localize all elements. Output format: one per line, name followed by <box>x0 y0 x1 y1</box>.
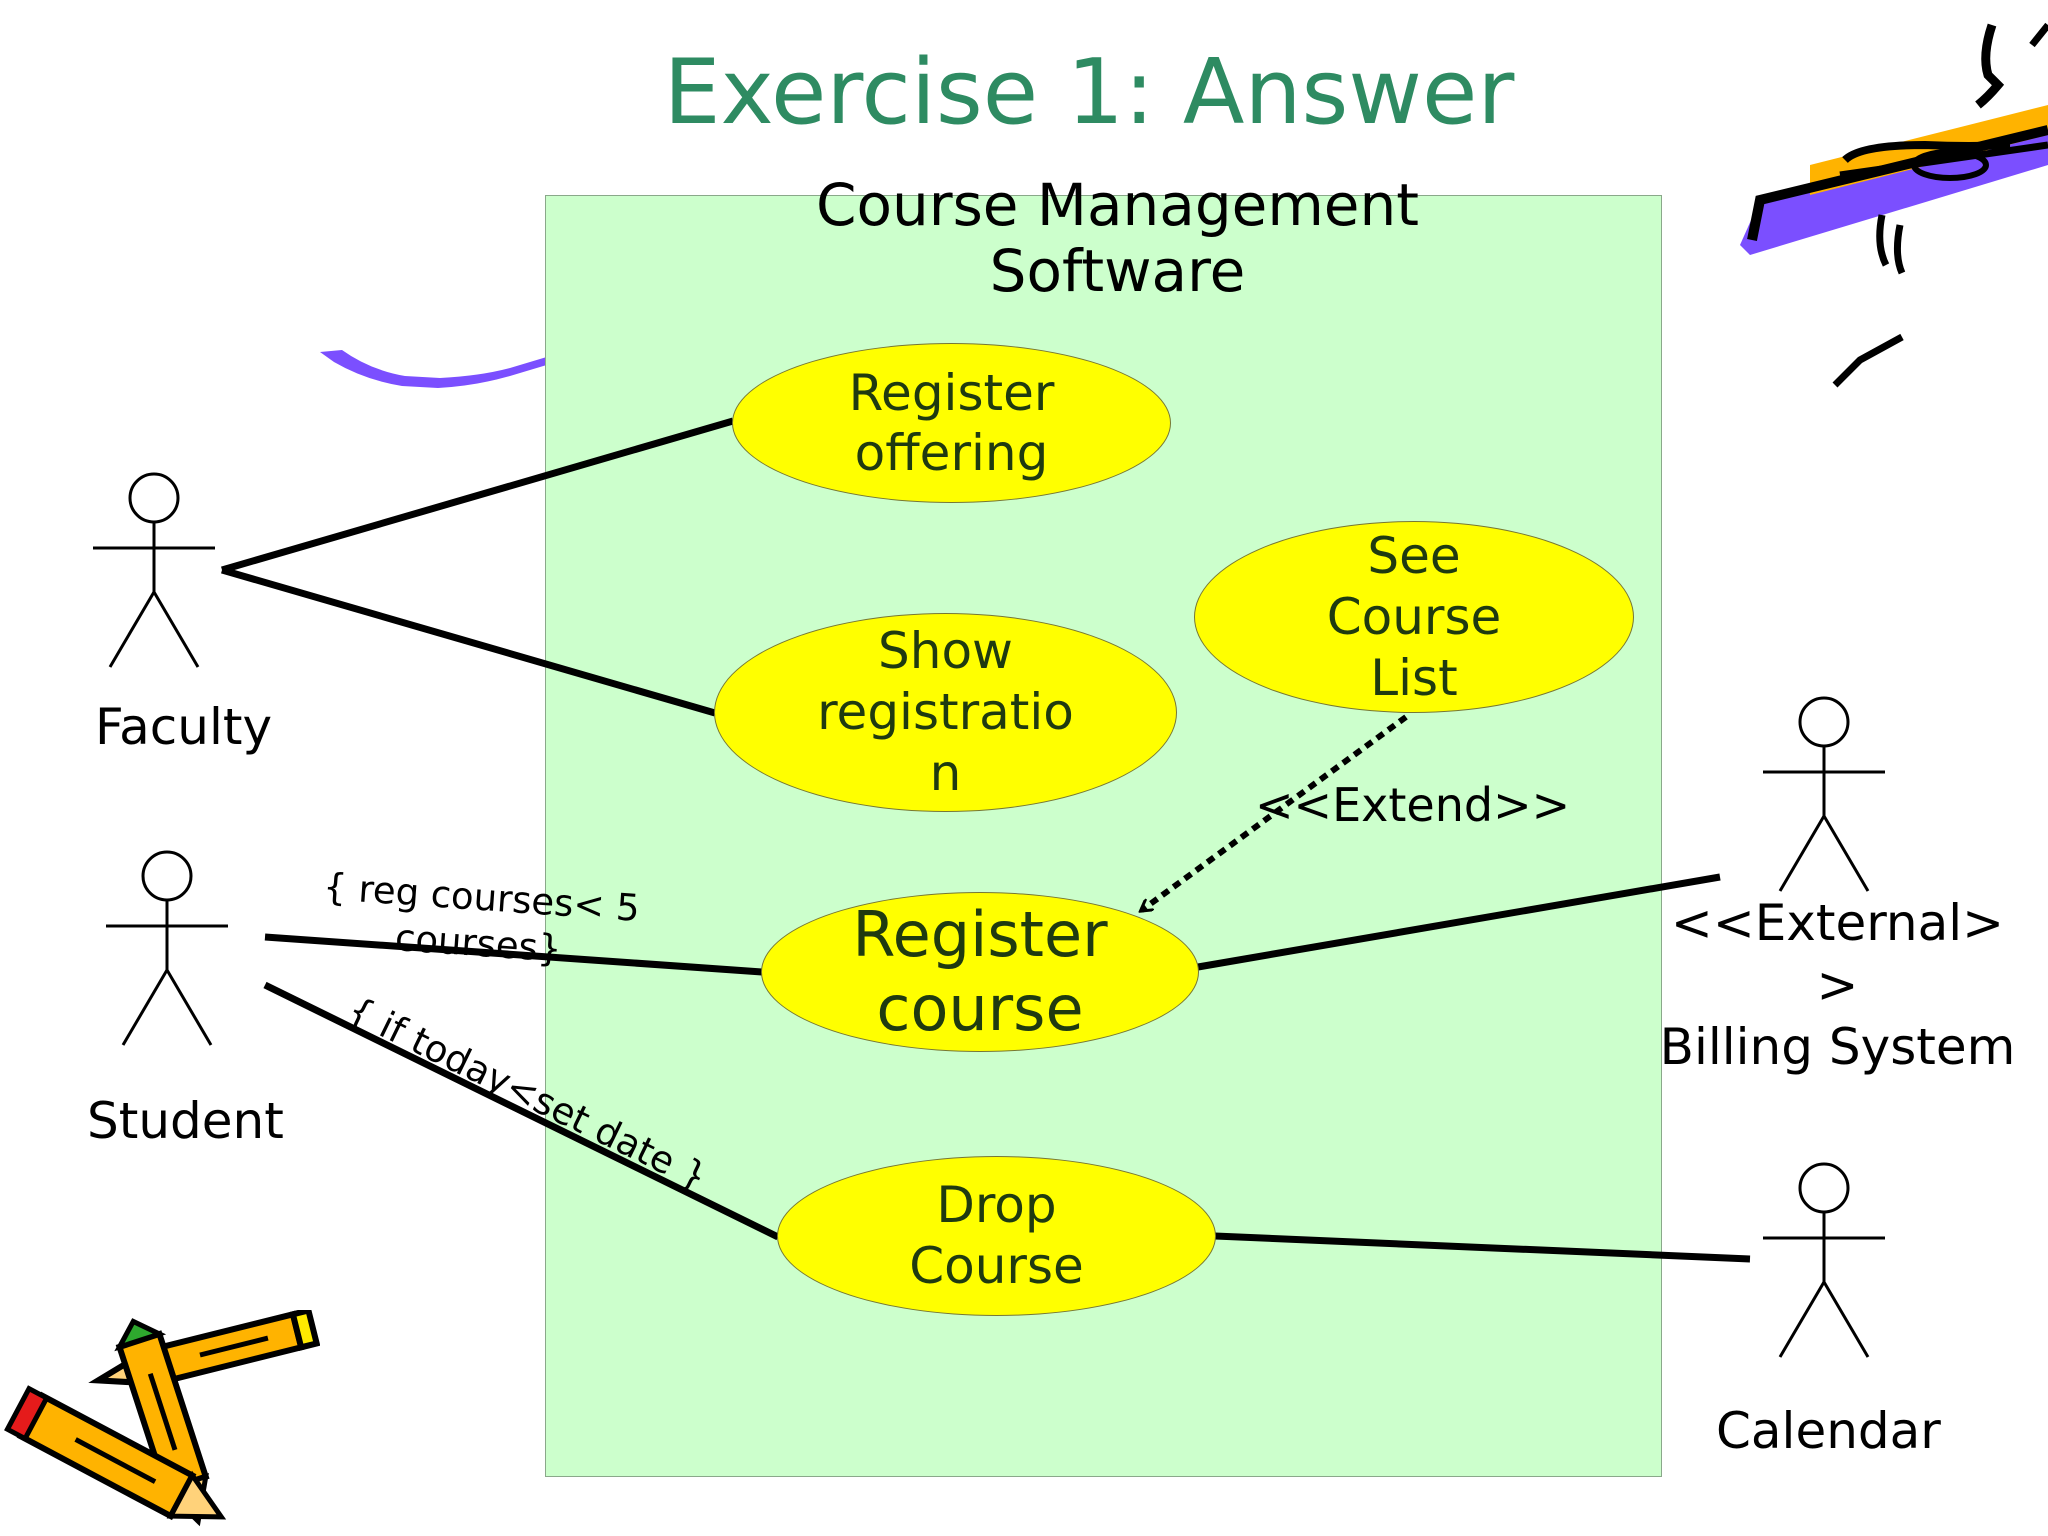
use-case-label: course <box>876 972 1084 1045</box>
use-case-label: Show <box>878 622 1013 680</box>
student-drop-course-line <box>263 981 780 1241</box>
use-case-label: Course <box>1326 587 1502 646</box>
billing-label-line2: > <box>1816 956 1859 1014</box>
faculty-label: Faculty <box>95 698 273 756</box>
billing-register-course-line <box>1197 873 1721 971</box>
swoosh-clipart-icon <box>320 350 550 388</box>
student-label: Student <box>87 1092 284 1150</box>
use-case-label: Register <box>852 898 1108 971</box>
student-register-course-line <box>264 933 763 976</box>
calendar-drop-course-line <box>1214 1232 1751 1263</box>
faculty-show-registration-line <box>221 566 716 717</box>
slide-title: Exercise 1: Answer <box>663 40 1515 145</box>
extend-label: <<Extend>> <box>1255 778 1571 832</box>
pencils-clipart-icon <box>4 1310 320 1527</box>
system-title-line2: Software <box>989 237 1246 305</box>
use-case-label: registratio <box>817 683 1074 741</box>
drummer-clipart-icon <box>1740 22 2048 388</box>
use-case-show-registration[interactable]: Show registratio n <box>714 613 1177 812</box>
use-case-register-course[interactable]: Register course <box>761 892 1199 1052</box>
faculty-register-offering-line <box>221 417 734 574</box>
use-case-drop-course[interactable]: Drop Course <box>777 1156 1216 1316</box>
use-case-see-course-list[interactable]: See Course List <box>1194 521 1634 713</box>
use-case-label: Course <box>909 1237 1084 1295</box>
use-case-label: Drop <box>936 1176 1057 1234</box>
extend-arrow <box>1142 714 1408 910</box>
use-case-label: Register <box>848 364 1055 422</box>
use-case-register-offering[interactable]: Register offering <box>732 343 1171 503</box>
use-case-label: n <box>929 744 962 802</box>
system-title-line1: Course Management <box>816 171 1419 239</box>
use-case-label: See <box>1367 526 1461 585</box>
faculty-stick-figure-icon[interactable] <box>90 472 225 672</box>
use-case-label: offering <box>854 424 1049 482</box>
use-case-label: List <box>1370 648 1458 707</box>
billing-label-line3: Billing System <box>1659 1018 2016 1076</box>
billing-label: <<External> > Billing System <box>1650 892 2025 1078</box>
billing-stick-figure-icon[interactable] <box>1760 696 1895 896</box>
billing-label-line1: <<External> <box>1670 894 2005 952</box>
student-stick-figure-icon[interactable] <box>103 850 238 1050</box>
calendar-stick-figure-icon[interactable] <box>1760 1162 1895 1362</box>
calendar-label: Calendar <box>1716 1402 1941 1460</box>
system-title: Course Management Software <box>545 172 1690 304</box>
